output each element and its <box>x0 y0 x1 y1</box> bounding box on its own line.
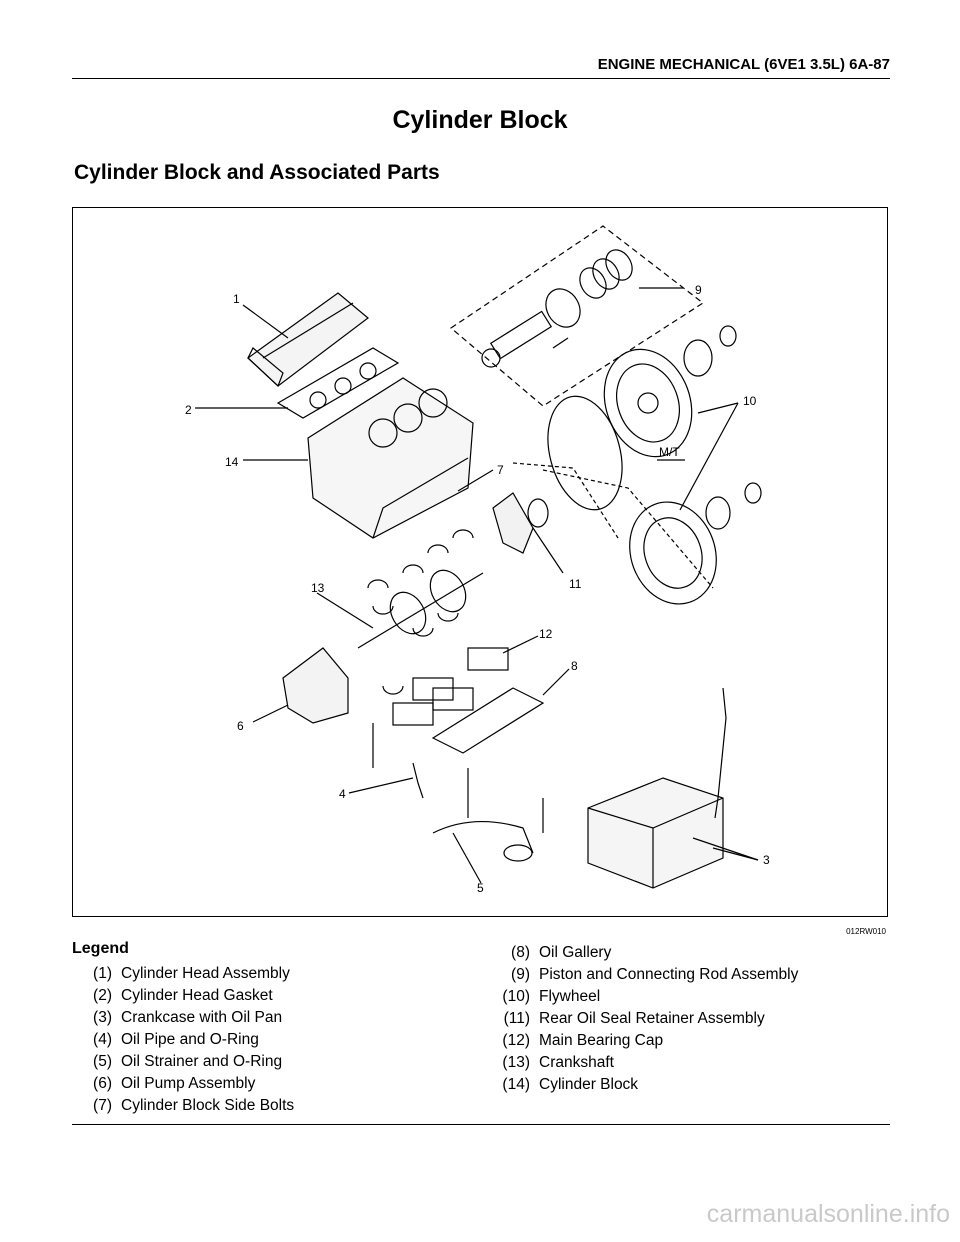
legend-item: (1) Cylinder Head Assembly <box>72 963 294 985</box>
legend-item: (8) Oil Gallery <box>490 942 798 964</box>
legend-item: (12) Main Bearing Cap <box>490 1030 798 1052</box>
legend-item: (6) Oil Pump Assembly <box>72 1073 294 1095</box>
figure-code: 012RW010 <box>846 927 886 936</box>
legend-item: (11) Rear Oil Seal Retainer Assembly <box>490 1008 798 1030</box>
legend-num: (9) <box>511 966 530 983</box>
callout-14: 14 <box>225 455 239 469</box>
callout-3: 3 <box>763 853 770 867</box>
legend-text: Rear Oil Seal Retainer Assembly <box>539 1010 765 1027</box>
head-gasket <box>276 347 400 419</box>
mt-label: M/T <box>659 445 680 459</box>
diagram-svg: 1 2 3 4 5 6 7 8 9 10 11 12 13 14 M/T <box>185 225 770 895</box>
crankshaft <box>357 569 484 649</box>
flywheel-at <box>629 482 762 605</box>
flywheel-mt <box>603 325 737 458</box>
leader-dashed-2 <box>512 462 619 539</box>
leader-dashed <box>542 469 714 589</box>
oil-pump <box>282 647 349 724</box>
cylinder-block <box>307 377 474 539</box>
legend-text: Piston and Connecting Rod Assembly <box>539 966 799 983</box>
oil-pipe <box>412 762 424 799</box>
legend-item: (2) Cylinder Head Gasket <box>72 985 294 1007</box>
oil-strainer <box>432 821 534 854</box>
oil-gallery <box>431 687 545 754</box>
callouts: 1 2 3 4 5 6 7 8 9 10 11 12 13 14 M/T <box>185 283 770 895</box>
callout-5: 5 <box>477 881 484 895</box>
legend-text: Crankshaft <box>539 1054 614 1071</box>
legend-num: (1) <box>93 965 112 982</box>
callout-4: 4 <box>339 787 346 801</box>
legend-item: (4) Oil Pipe and O-Ring <box>72 1029 294 1051</box>
dipstick <box>714 687 727 819</box>
legend-heading: Legend <box>72 940 129 957</box>
legend-num: (8) <box>511 944 530 961</box>
piston-box <box>450 225 705 407</box>
legend-left-column: (1) Cylinder Head Assembly (2) Cylinder He… <box>72 963 294 1117</box>
leader-lines <box>195 287 759 884</box>
legend-item: (13) Crankshaft <box>490 1052 798 1074</box>
bearings <box>367 529 474 695</box>
watermark: carmanualsonline.info <box>706 1200 950 1228</box>
legend-text: Cylinder Head Gasket <box>121 987 273 1004</box>
callout-12: 12 <box>539 627 553 641</box>
callout-7: 7 <box>497 463 504 477</box>
legend-num: (4) <box>93 1031 112 1048</box>
main-caps <box>392 647 509 726</box>
callout-10: 10 <box>743 394 757 408</box>
callout-9: 9 <box>695 283 702 297</box>
legend-num: (3) <box>93 1009 112 1026</box>
legend-text: Cylinder Block Side Bolts <box>121 1097 295 1114</box>
section-title: Cylinder Block and Associated Parts <box>74 161 440 184</box>
legend-text: Cylinder Block <box>539 1076 639 1093</box>
rear-seal-retainer <box>492 492 549 554</box>
ring-gear <box>547 395 623 511</box>
legend-right-column: (8) Oil Gallery (9) Piston and Connecting … <box>490 942 798 1096</box>
legend-num: (5) <box>93 1053 112 1070</box>
legend-item: (7) Cylinder Block Side Bolts <box>72 1095 294 1117</box>
legend-num: (11) <box>503 1010 530 1027</box>
callout-11: 11 <box>569 577 582 591</box>
legend-text: Oil Gallery <box>539 944 612 961</box>
legend-text: Oil Strainer and O-Ring <box>121 1053 283 1070</box>
legend-text: Crankcase with Oil Pan <box>121 1009 283 1026</box>
exploded-diagram: 1 2 3 4 5 6 7 8 9 10 11 12 13 14 M/T <box>72 207 888 917</box>
legend-item: (14) Cylinder Block <box>490 1074 798 1096</box>
legend-num: (2) <box>93 987 112 1004</box>
legend-text: Oil Pump Assembly <box>121 1075 256 1092</box>
legend-num: (13) <box>502 1054 530 1071</box>
callout-1: 1 <box>233 292 240 306</box>
callout-13: 13 <box>311 581 325 595</box>
legend-text: Main Bearing Cap <box>539 1032 664 1049</box>
legend-text: Flywheel <box>539 988 601 1005</box>
legend-text: Oil Pipe and O-Ring <box>121 1031 259 1048</box>
page-header: ENGINE MECHANICAL (6VE1 3.5L) 6A-87 <box>597 56 890 73</box>
legend-item: (5) Oil Strainer and O-Ring <box>72 1051 294 1073</box>
piston-parts <box>481 249 633 368</box>
callout-2: 2 <box>185 403 192 417</box>
legend-num: (12) <box>502 1032 530 1049</box>
page-title: Cylinder Block <box>392 106 568 134</box>
legend-item: (10) Flywheel <box>490 986 798 1008</box>
callout-8: 8 <box>571 659 578 673</box>
legend-num: (14) <box>502 1076 530 1093</box>
crankcase <box>587 777 724 889</box>
legend-item: (3) Crankcase with Oil Pan <box>72 1007 294 1029</box>
header-rule <box>72 78 890 79</box>
legend-text: Cylinder Head Assembly <box>121 965 290 982</box>
cylinder-head <box>247 292 369 388</box>
callout-6: 6 <box>237 719 244 733</box>
legend-num: (10) <box>502 988 530 1005</box>
footer-rule <box>72 1124 890 1125</box>
legend-num: (7) <box>93 1097 112 1114</box>
legend-num: (6) <box>93 1075 112 1092</box>
legend-item: (9) Piston and Connecting Rod Assembly <box>490 964 798 986</box>
